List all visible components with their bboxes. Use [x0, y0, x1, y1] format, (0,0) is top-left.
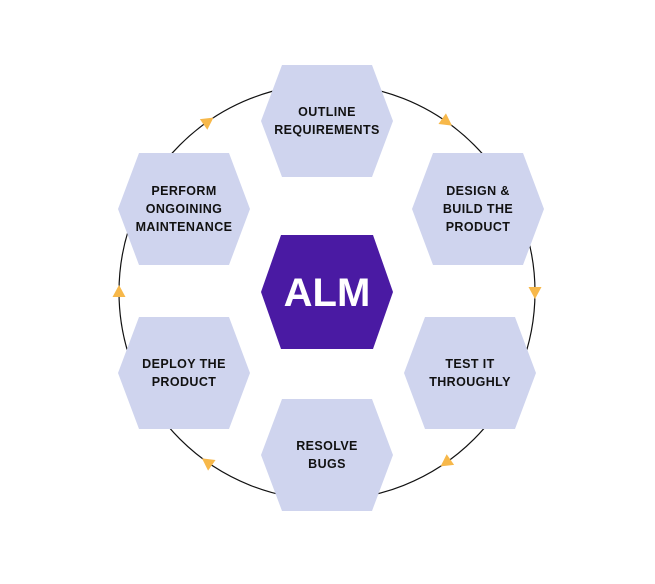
step-hexagon	[261, 399, 393, 511]
step-hexagon	[412, 153, 544, 265]
step-resolve: RESOLVE BUGS	[261, 399, 393, 511]
step-label-line: BUILD THE	[443, 202, 513, 216]
triangle-arrow-icon	[528, 287, 542, 299]
step-label-line: PERFORM	[151, 184, 216, 198]
step-deploy: DEPLOY THE PRODUCT	[118, 317, 250, 429]
triangle-arrow-icon	[201, 458, 216, 471]
triangle-arrow-icon	[438, 113, 453, 126]
triangle-arrow-icon	[112, 285, 126, 297]
step-label-line: RESOLVE	[296, 439, 358, 453]
step-maintain: PERFORM ONGOINING MAINTENANCE	[118, 153, 250, 265]
step-label-line: REQUIREMENTS	[274, 123, 380, 137]
step-test: TEST IT THROUGHLY	[404, 317, 536, 429]
step-label-line: DESIGN &	[446, 184, 510, 198]
step-design: DESIGN & BUILD THE PRODUCT	[412, 153, 544, 265]
step-label-line: PRODUCT	[152, 375, 217, 389]
step-hexagon	[118, 317, 250, 429]
step-label-line: MAINTENANCE	[136, 220, 233, 234]
step-label-line: THROUGHLY	[429, 375, 511, 389]
step-label-line: PRODUCT	[446, 220, 511, 234]
step-hexagon	[404, 317, 536, 429]
step-label-line: OUTLINE	[298, 105, 356, 119]
step-label-line: TEST IT	[445, 357, 494, 371]
center-hexagon	[261, 235, 393, 349]
step-label-line: BUGS	[308, 457, 346, 471]
step-hexagon	[118, 153, 250, 265]
triangle-arrow-icon	[199, 117, 214, 130]
cycle-arrows	[112, 113, 542, 471]
step-label-line: ONGOINING	[146, 202, 223, 216]
step-outline: OUTLINE REQUIREMENTS	[261, 65, 393, 177]
center-label: ALM	[284, 271, 371, 315]
step-hexagons: OUTLINE REQUIREMENTS DESIGN & BUILD THE PROD…	[118, 65, 544, 511]
center-node: ALM	[261, 235, 393, 349]
triangle-arrow-icon	[440, 454, 455, 467]
step-label-line: DEPLOY THE	[142, 357, 226, 371]
step-hexagon	[261, 65, 393, 177]
